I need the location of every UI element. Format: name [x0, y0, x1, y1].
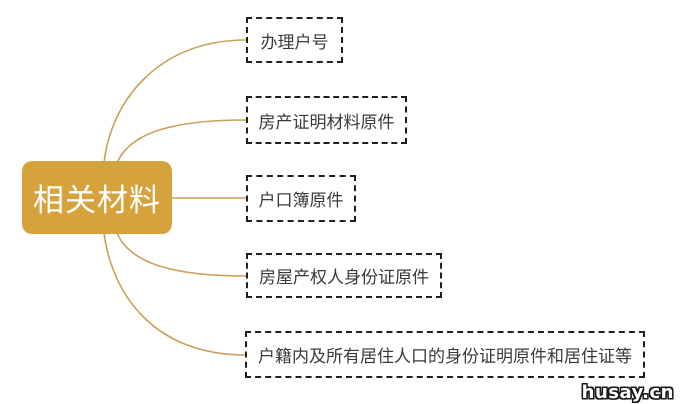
connector-curve-2: [116, 119, 247, 164]
root-node-label: 相关材料: [33, 183, 161, 219]
branch-box-2: 房产证明材料原件: [246, 96, 407, 144]
branch-label-4: 房屋产权人身份证原件: [259, 268, 429, 288]
branch-box-3: 户口簿原件: [246, 175, 356, 222]
branch-box-1: 办理户号: [246, 17, 343, 63]
root-node: 相关材料: [22, 161, 172, 234]
branch-box-4: 房屋产权人身份证原件: [246, 253, 442, 298]
connector-curve-5: [103, 232, 246, 356]
branch-label-1: 办理户号: [260, 32, 329, 53]
connector-curve-1: [103, 39, 247, 164]
branch-box-5: 户籍内及所有居住人口的身份证明原件和居住证等: [245, 331, 645, 378]
watermark-text: husay.cn: [581, 382, 674, 403]
branch-label-3: 户口簿原件: [258, 191, 344, 211]
connector-curve-4: [116, 232, 247, 277]
branch-label-2: 房产证明材料原件: [258, 112, 395, 133]
branch-label-5: 户籍内及所有居住人口的身份证明原件和居住证等: [258, 347, 632, 367]
